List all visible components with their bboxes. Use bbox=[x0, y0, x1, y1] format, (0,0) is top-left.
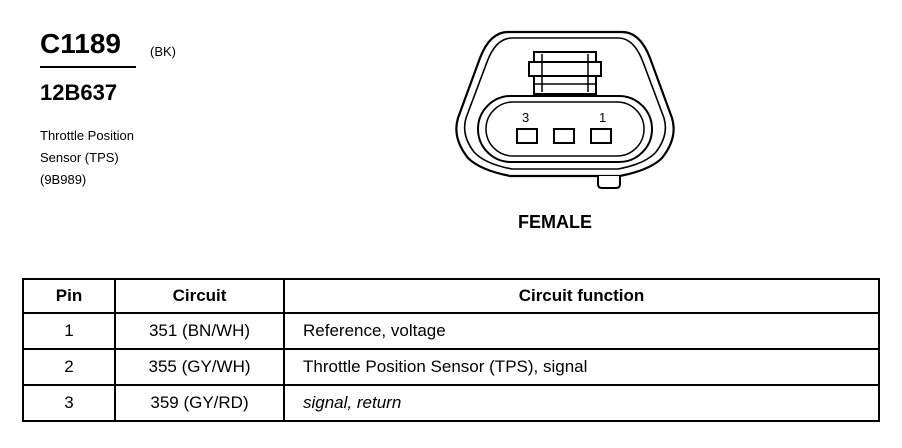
table-row: 1 351 (BN/WH) Reference, voltage bbox=[22, 312, 880, 350]
header-circuit-function: Circuit function bbox=[283, 278, 880, 314]
connector-face-diagram: 3 1 bbox=[455, 30, 675, 189]
part-number: 12B637 bbox=[40, 80, 118, 105]
pinout-table: Pin Circuit Circuit function 1 351 (BN/W… bbox=[22, 278, 880, 422]
circuit-cell: 351 (BN/WH) bbox=[114, 312, 285, 350]
description-line-3: (9B989) bbox=[40, 172, 87, 187]
connector-id-underline bbox=[40, 66, 136, 68]
pin-cell: 3 bbox=[22, 384, 116, 422]
terminal-pin-2 bbox=[553, 128, 575, 144]
connector-color: (BK) bbox=[150, 44, 176, 59]
pin-label-1: 1 bbox=[599, 110, 606, 125]
terminal-pin-3 bbox=[516, 128, 538, 144]
terminal-cavity-inner bbox=[485, 101, 645, 157]
function-cell: Throttle Position Sensor (TPS), signal bbox=[283, 348, 880, 386]
table-row: 3 359 (GY/RD) signal, return bbox=[22, 384, 880, 422]
terminal-cavity-outer bbox=[477, 95, 653, 163]
table-header-row: Pin Circuit Circuit function bbox=[22, 278, 880, 314]
table-row: 2 355 (GY/WH) Throttle Position Sensor (… bbox=[22, 348, 880, 386]
terminal-pin-1 bbox=[590, 128, 612, 144]
circuit-cell: 359 (GY/RD) bbox=[114, 384, 285, 422]
circuit-cell: 355 (GY/WH) bbox=[114, 348, 285, 386]
function-cell: signal, return bbox=[283, 384, 880, 422]
locking-tab bbox=[528, 51, 602, 95]
connector-housing-inner bbox=[463, 37, 667, 170]
connector-gender-label: FEMALE bbox=[518, 212, 592, 232]
pin-cell: 1 bbox=[22, 312, 116, 350]
description-line-2: Sensor (TPS) bbox=[40, 150, 119, 165]
pin-cell: 2 bbox=[22, 348, 116, 386]
pin-label-3: 3 bbox=[522, 110, 529, 125]
polarization-key bbox=[597, 176, 621, 189]
description-line-1: Throttle Position bbox=[40, 128, 134, 143]
function-cell: Reference, voltage bbox=[283, 312, 880, 350]
header-pin: Pin bbox=[22, 278, 116, 314]
connector-id: C1189 bbox=[40, 28, 121, 59]
header-circuit: Circuit bbox=[114, 278, 285, 314]
